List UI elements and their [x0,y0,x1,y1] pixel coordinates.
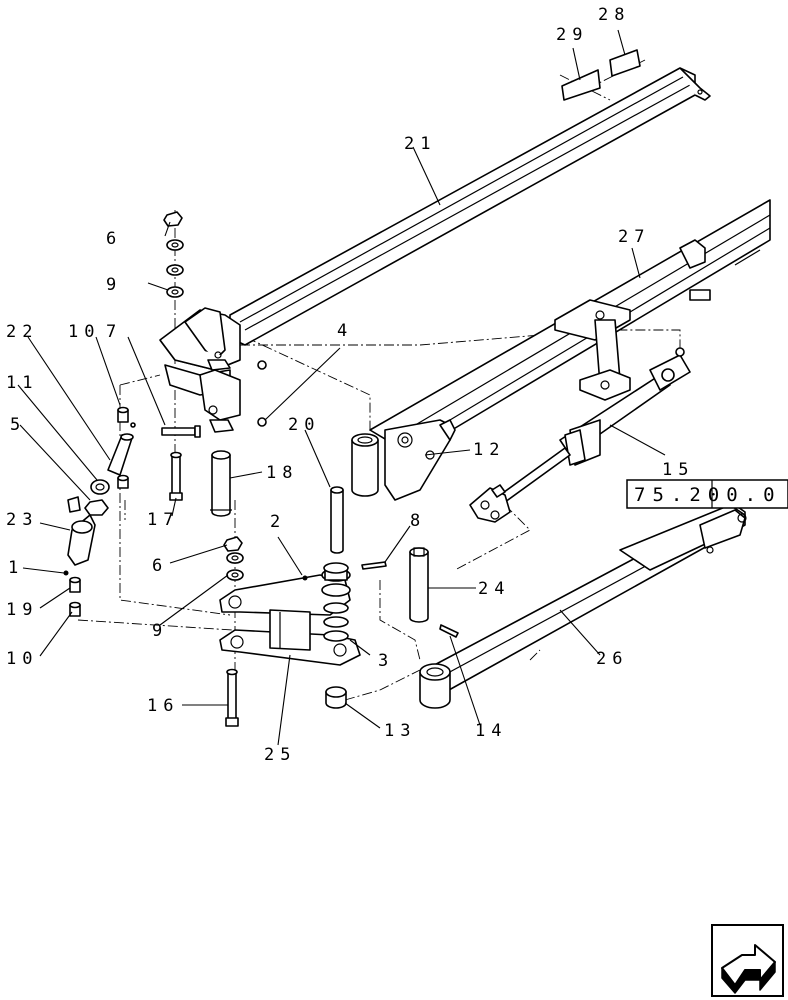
callout-6a: 6 [106,229,122,249]
callout-5: 5 [10,415,26,435]
leader-lines [17,29,666,746]
left-hardware [63,406,308,617]
link-arm-26 [419,504,747,709]
hardware-stack-upper [163,211,184,298]
pivot-bracket-upper [159,307,267,433]
callout-11: 11 [6,373,38,393]
callout-10b: 10 [6,649,38,669]
callout-24: 24 [478,579,510,599]
callout-17: 17 [147,510,179,530]
section-reference: 75.200.0 [634,484,782,506]
pivot-tube [351,433,379,497]
roll-pin-14 [439,624,459,638]
frame-beam-21 [229,67,711,346]
callout-2: 2 [270,512,286,532]
callout-28: 28 [598,5,630,25]
callout-25: 25 [264,745,296,765]
callout-19: 19 [6,600,38,620]
bushing-13 [325,686,347,709]
callout-22: 22 [6,322,38,342]
bolt-17 [169,451,183,501]
bolt-7 [161,425,201,438]
callout-12: 12 [473,440,505,460]
callout-3: 3 [378,651,394,671]
callout-labels: 1 2 3 4 5 6 6 7 8 9 9 10 10 11 12 13 14 … [6,5,694,765]
callout-1: 1 [8,558,24,578]
callout-4: 4 [337,321,353,341]
callout-9b: 9 [152,621,168,641]
callout-23: 23 [6,510,38,530]
bushing-stack-3 [321,562,351,642]
callout-7: 7 [106,322,122,342]
frame-beam-27 [369,199,771,501]
hardware-stack-lower [223,536,244,581]
pin-24 [409,547,429,623]
bolt-8 [361,561,387,570]
callout-13: 13 [384,721,416,741]
section-reference-link[interactable]: 75.200.0 [626,479,788,509]
callout-8: 8 [410,511,426,531]
callout-27: 27 [618,227,650,247]
callout-16: 16 [147,696,179,716]
callout-9a: 9 [106,275,122,295]
callout-15: 15 [662,460,694,480]
pin-20 [330,486,344,554]
decals [561,49,641,101]
callout-26: 26 [596,649,628,669]
callout-21: 21 [404,134,436,154]
callout-20: 20 [288,415,320,435]
pin-18 [210,450,232,517]
callout-29: 29 [556,25,588,45]
next-page-arrow-icon[interactable] [711,924,784,997]
hydraulic-cylinder-15 [469,347,691,523]
bolt-16 [225,668,239,727]
callout-14: 14 [475,721,507,741]
callout-6b: 6 [152,556,168,576]
callout-18: 18 [266,463,298,483]
callout-10a: 10 [68,322,100,342]
